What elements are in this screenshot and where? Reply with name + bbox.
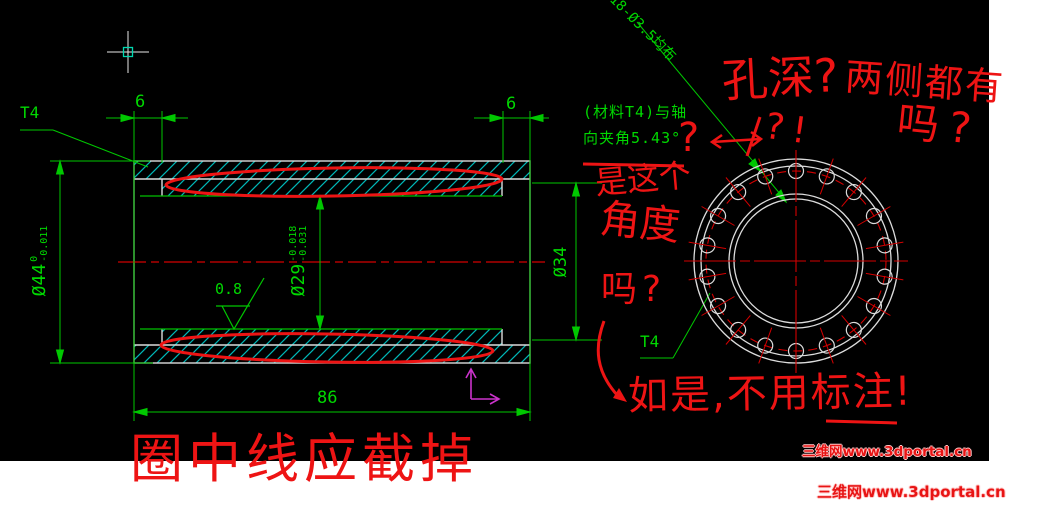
t4-left-label: T4 <box>20 103 40 122</box>
dim-bore29-text: Ø29 -0.018 -0.031 <box>287 211 311 311</box>
annotation-cut-line: 圈中线应截掉 <box>130 429 478 490</box>
t4-right-label: T4 <box>640 332 660 351</box>
annotation-if-so: 如是,不用标注! <box>627 368 914 420</box>
watermark-top: 三维网www.3dportal.cn <box>802 444 972 460</box>
annotation-is-this-3: 吗? <box>601 269 667 310</box>
dim-6-right <box>474 113 549 123</box>
roughness-text: 0.8 <box>215 280 243 298</box>
bore29-tolerance: -0.018 -0.031 <box>287 225 310 262</box>
bore29-main: Ø29 <box>288 263 309 297</box>
material-note-line2: 向夹角5.43° <box>583 129 682 147</box>
dim-cb34 <box>532 181 602 342</box>
bolt-holes <box>688 152 904 370</box>
dim-6-left-text: 6 <box>135 92 146 112</box>
annotation-question-excl: ?! <box>762 105 818 154</box>
dim-cb34-text: Ø34 <box>550 246 571 278</box>
dimensions <box>20 21 788 421</box>
od44-tolerance: 0 -0.011 <box>28 225 51 262</box>
dim-86-text: 86 <box>317 388 338 408</box>
dim-6-left <box>106 113 188 123</box>
t4-left-leader <box>20 129 149 168</box>
pickbox <box>122 46 134 58</box>
annotation-is-this-1: 是这个 <box>593 155 693 203</box>
dim-86 <box>132 407 532 417</box>
annotation-hole-depth: 孔深? <box>720 47 840 109</box>
crosshair-cursor <box>107 31 149 73</box>
annotation-both-sides-q: 吗? <box>894 96 984 155</box>
hand-stroke <box>745 116 762 157</box>
scribble-top <box>164 166 504 198</box>
underline-biaozhu <box>825 419 898 425</box>
curved-arrow <box>596 320 627 402</box>
red-markups <box>159 116 898 425</box>
annotation-question-left: ? <box>678 115 700 161</box>
end-view <box>684 150 908 373</box>
dim-6-right-text: 6 <box>506 94 517 114</box>
dim-od44-text: Ø44 0 -0.011 <box>28 215 52 307</box>
roughness-symbol <box>216 277 265 331</box>
watermark-bottom: 三维网www.3dportal.cn <box>817 483 1006 501</box>
material-note-line1: (材料T4)与轴 <box>583 103 688 121</box>
dim-bore29 <box>315 194 325 331</box>
od44-main: Ø44 <box>29 263 50 297</box>
dim-od44 <box>50 159 153 365</box>
scribble-bottom <box>159 332 495 364</box>
annotation-is-this-2: 角度 <box>597 195 683 251</box>
cad-canvas[interactable] <box>0 0 989 461</box>
ucs-icon <box>465 367 501 405</box>
underline-angle-note <box>582 162 685 168</box>
